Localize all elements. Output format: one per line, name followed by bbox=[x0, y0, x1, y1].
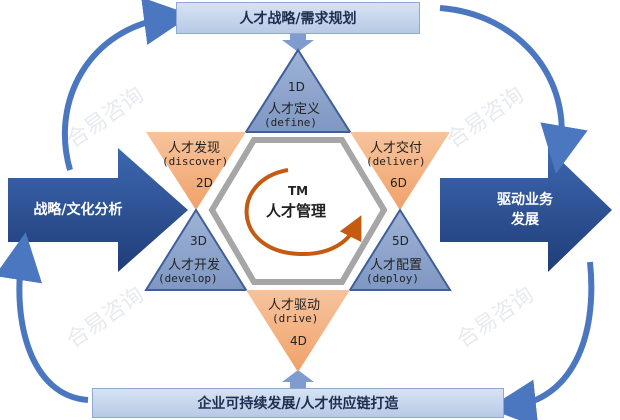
curve-arrow-top-left bbox=[61, 0, 192, 171]
deliver-code: 6D bbox=[390, 176, 407, 190]
left-arrow-shape bbox=[8, 148, 188, 272]
define-name: 人才定义 bbox=[268, 102, 321, 117]
deliver-name: 人才交付 bbox=[370, 141, 423, 156]
curve-arrow-bottom-left bbox=[0, 232, 89, 403]
develop-en: (develop) bbox=[158, 272, 218, 285]
top-down-arrow bbox=[282, 34, 314, 52]
develop-code: 3D bbox=[190, 234, 207, 248]
drive-name: 人才驱动 bbox=[268, 298, 321, 313]
deploy-en: (deploy) bbox=[366, 272, 419, 285]
bottom-banner: 企业可持续发展/人才供应链打造 bbox=[92, 388, 504, 418]
left-arrow-label: 战略/文化分析 bbox=[33, 202, 123, 218]
drive-en: (drive) bbox=[272, 312, 319, 325]
develop-name: 人才开发 bbox=[168, 258, 221, 273]
triangle-drive bbox=[246, 290, 350, 372]
top-banner: 人才战略/需求规划 bbox=[176, 2, 420, 34]
discover-code: 2D bbox=[196, 176, 213, 190]
triangle-define bbox=[244, 48, 352, 133]
curve-arrow-top-right bbox=[439, 5, 588, 174]
define-en: (define) bbox=[264, 116, 317, 129]
bottom-up-arrow bbox=[282, 370, 314, 388]
deploy-code: 5D bbox=[392, 234, 409, 248]
triangle-deliver bbox=[350, 132, 450, 210]
right-arrow-label-line2: 发展 bbox=[511, 212, 539, 228]
center-hexagon bbox=[208, 137, 388, 285]
discover-en: (discover) bbox=[162, 155, 229, 168]
define-code: 1D bbox=[288, 80, 305, 94]
center-title: 人才管理 bbox=[266, 202, 327, 220]
triangle-develop bbox=[144, 208, 248, 291]
right-arrow-shape bbox=[440, 148, 612, 272]
deliver-en: (deliver) bbox=[366, 155, 426, 168]
deploy-name: 人才配置 bbox=[370, 258, 423, 273]
triangle-discover bbox=[146, 132, 246, 210]
discover-name: 人才发现 bbox=[168, 141, 221, 156]
drive-code: 4D bbox=[290, 334, 307, 348]
triangle-deploy bbox=[348, 208, 452, 291]
right-arrow-label-line1: 驱动业务 bbox=[497, 192, 553, 208]
curve-arrow-bottom-right bbox=[488, 261, 595, 420]
center-mark: TM bbox=[288, 184, 309, 198]
cycle-arrow bbox=[244, 168, 362, 257]
